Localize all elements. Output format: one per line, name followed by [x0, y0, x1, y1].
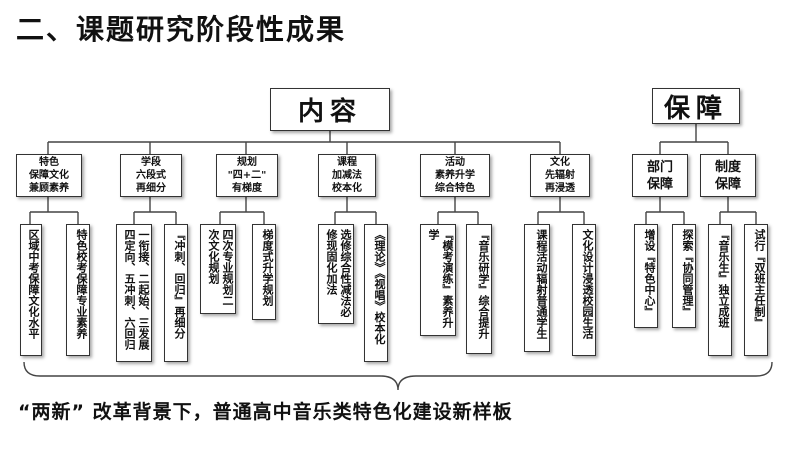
leaf-1: 区域中考保障文化水平 [20, 224, 42, 356]
guarantee-category-2: 制度 保障 [700, 154, 756, 197]
leaf-13: 增设『特色中心』 [634, 224, 658, 328]
category-1: 特色 保障文化 兼顾素养 [16, 154, 82, 197]
leaf-8: 《理论》《视唱》校本化 [364, 224, 388, 362]
category-2: 学段 六段式 再细分 [120, 154, 182, 197]
content-node: 内容 [270, 88, 390, 131]
leaf-7: 选修综合性减法必修现固化加法 [318, 224, 354, 324]
leaf-10: 『音乐研学』综合提升 [466, 224, 492, 354]
leaf-15: 『音乐生』独立成班 [708, 224, 732, 356]
leaf-12: 文化设计浸透校园生活 [572, 224, 596, 356]
leaf-9: 『模考演练』素养升学 [420, 224, 456, 336]
category-6: 文化 先辐射 再浸透 [530, 154, 590, 197]
leaf-4: 『冲刺、回归』再细分 [164, 224, 188, 362]
leaf-3: 一衔接、二起始、三发展四定向、五冲刺、六回归 [116, 224, 152, 362]
leaf-5: 四次专业规划二次文化规划 [200, 224, 236, 314]
leaf-14: 探索『协同管理』 [672, 224, 696, 328]
leaf-11: 课程活动辐射普通学生 [524, 224, 550, 352]
category-3: 规划 "四+二" 有梯度 [216, 154, 278, 197]
leaf-16: 试行『双班主任制』 [744, 224, 768, 356]
page-title: 二、课题研究阶段性成果 [16, 13, 347, 46]
guarantee-node: 保障 [652, 88, 740, 124]
leaf-6: 梯度式升学规划 [252, 224, 276, 320]
guarantee-category-1: 部门 保障 [632, 154, 688, 197]
category-5: 活动 素养升学 综合特色 [420, 154, 490, 197]
leaf-2: 特色校考保障专业素养 [66, 224, 90, 356]
bottom-summary: “两新” 改革背景下，普通高中音乐类特色化建设新样板 [18, 401, 513, 423]
category-4: 课程 加减法 校本化 [318, 154, 376, 197]
